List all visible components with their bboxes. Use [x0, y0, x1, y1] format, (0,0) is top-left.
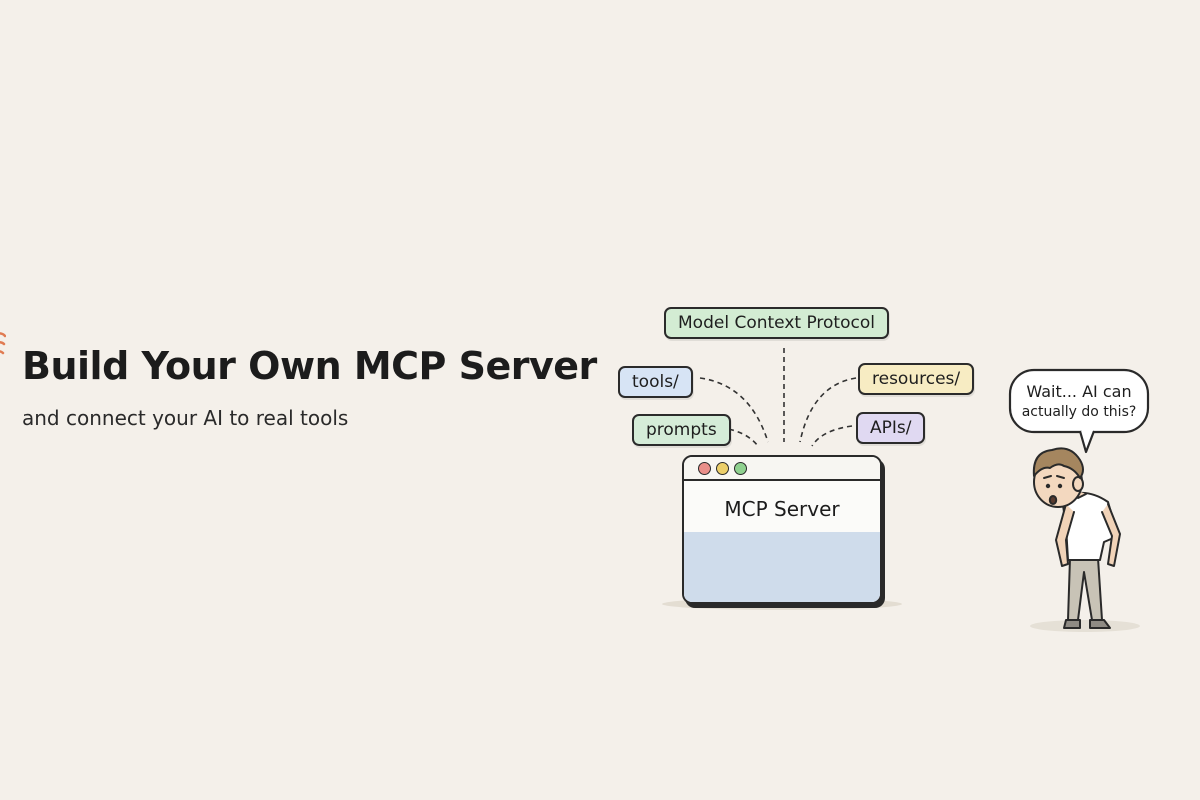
hero-subtitle: and connect your AI to real tools [22, 406, 349, 430]
speech-line-2: actually do this? [1021, 404, 1137, 420]
maximize-dot-icon [734, 462, 747, 475]
tools-tag: tools/ [618, 366, 693, 398]
server-titlebar [684, 457, 880, 481]
surprised-person-illustration [1030, 447, 1140, 632]
speech-bubble-text: Wait... AI can actually do this? [1012, 382, 1146, 422]
model-context-protocol-tag: Model Context Protocol [664, 307, 889, 339]
mcp-server-title: MCP Server [724, 497, 840, 521]
apis-tag: APIs/ [856, 412, 926, 444]
speech-bubble-icon [1008, 368, 1150, 454]
accent-brush-mark [0, 332, 6, 355]
mcp-server-window: MCP Server [682, 455, 882, 604]
resources-tag: resources/ [858, 363, 975, 395]
server-panel [684, 532, 880, 602]
minimize-dot-icon [716, 462, 729, 475]
mcp-illustration: Model Context Protocol tools/ prompts re… [600, 290, 1200, 650]
speech-line-1: Wait... AI can [1026, 382, 1132, 401]
close-dot-icon [698, 462, 711, 475]
hero-title: Build Your Own MCP Server [22, 344, 597, 388]
prompts-tag: prompts [632, 414, 731, 446]
